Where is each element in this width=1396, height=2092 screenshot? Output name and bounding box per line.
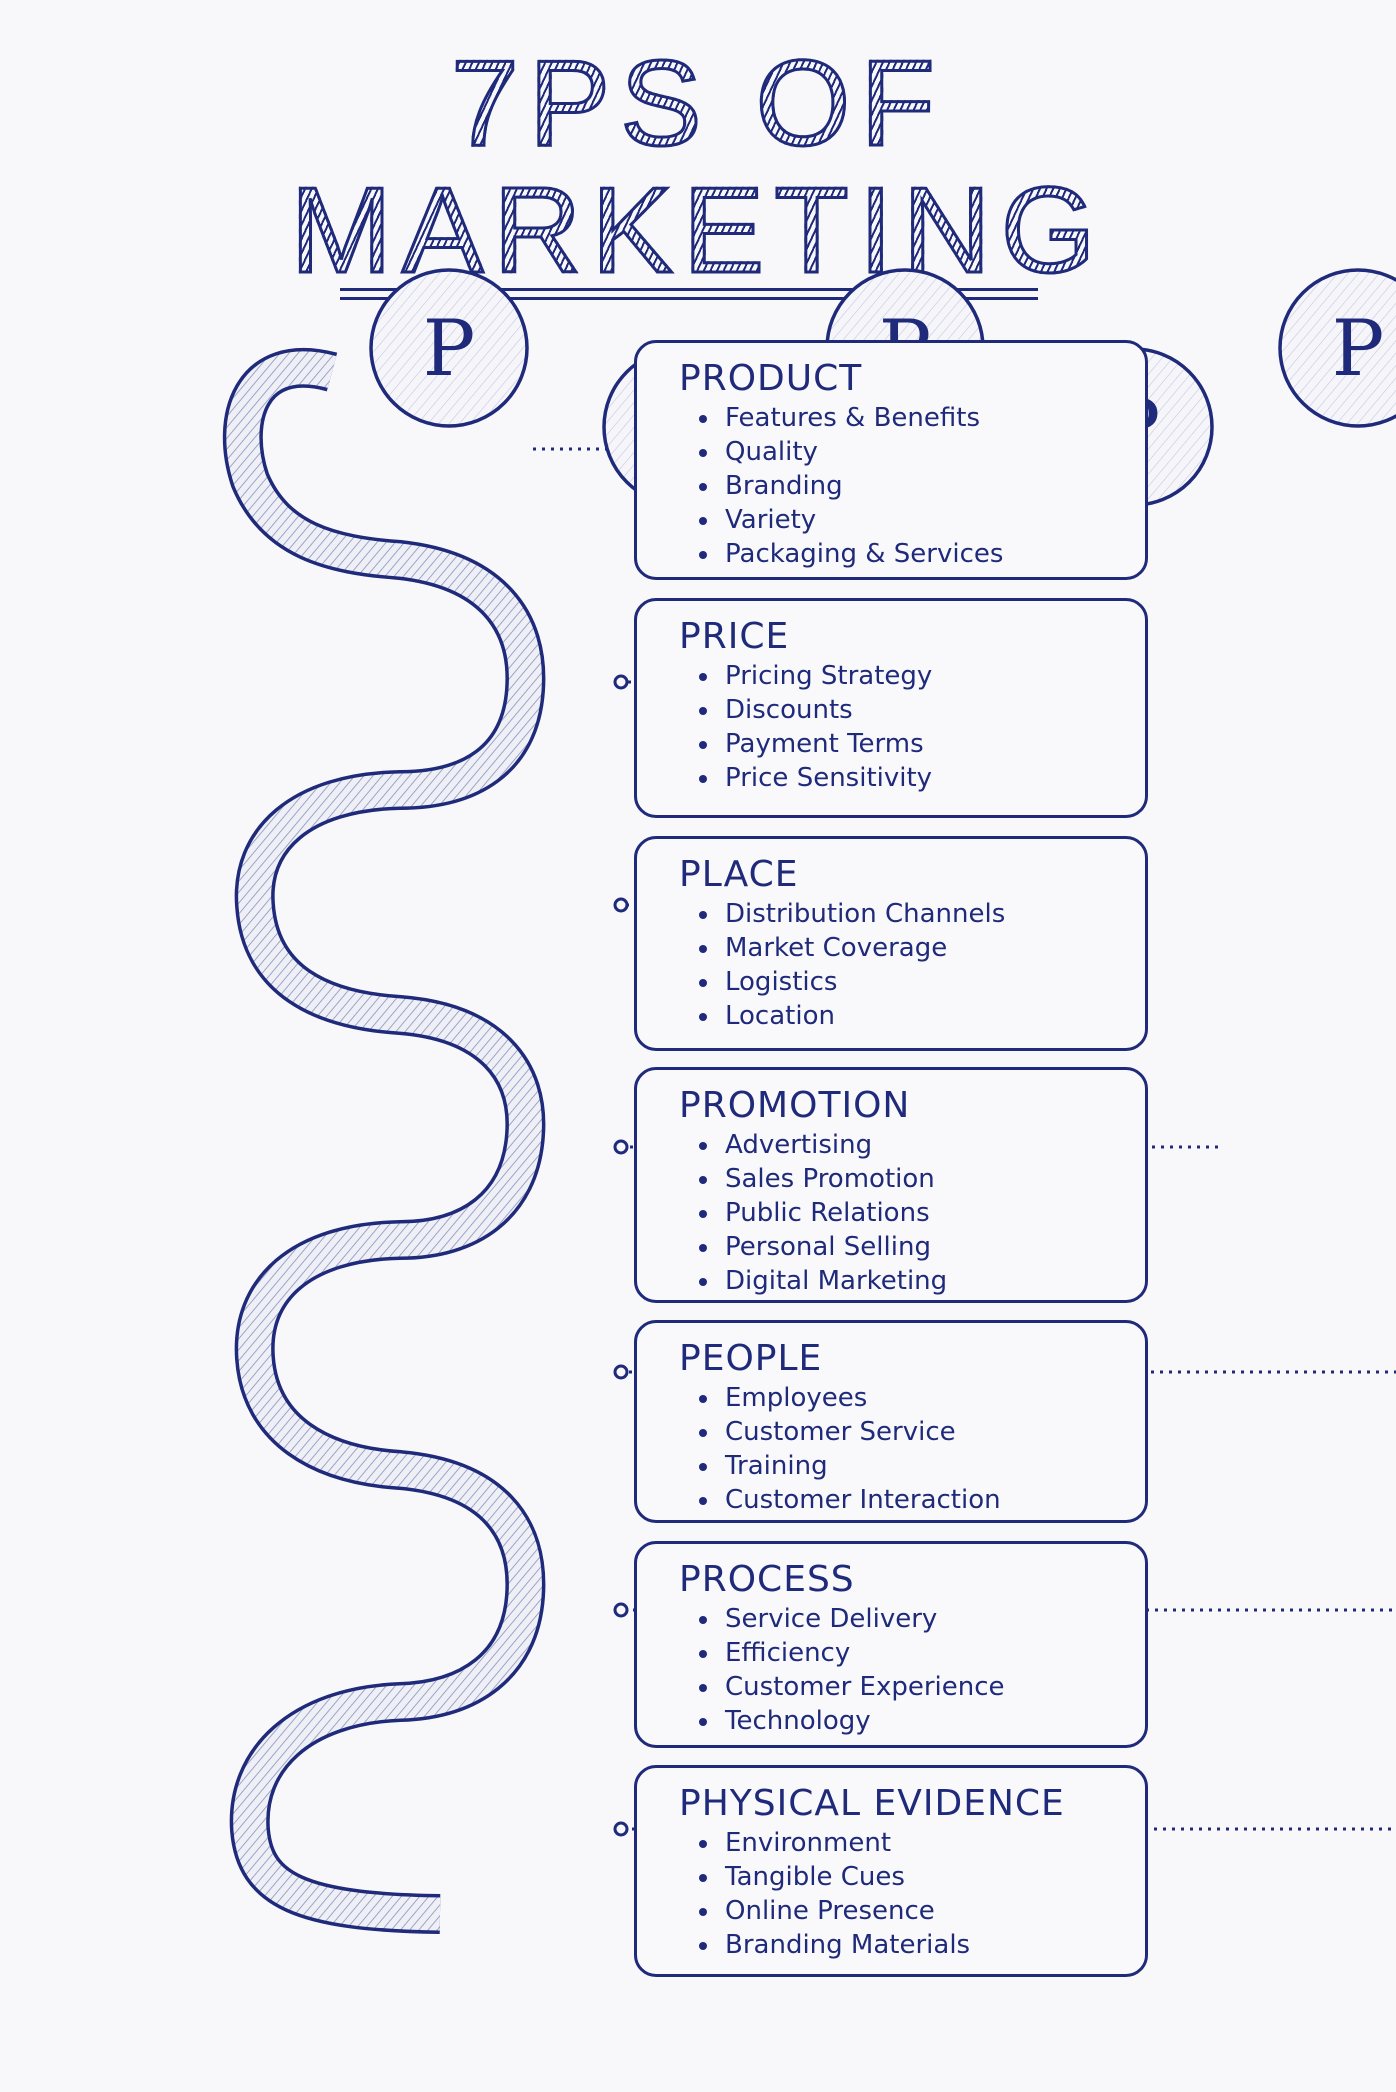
list-item: Digital Marketing: [699, 1264, 1145, 1298]
list-item: Employees: [699, 1381, 1145, 1415]
list-item: Location: [699, 999, 1145, 1033]
list-item: Public Relations: [699, 1196, 1145, 1230]
list-item: Distribution Channels: [699, 897, 1145, 931]
ribbon-fill: [226, 351, 542, 1931]
list-item: Personal Selling: [699, 1230, 1145, 1264]
list-item: Payment Terms: [699, 727, 1145, 761]
p-letter: P: [423, 304, 475, 394]
card-heading: PRICE: [679, 616, 790, 657]
list-item: Packaging & Services: [699, 537, 1145, 571]
list-item: Customer Service: [699, 1415, 1145, 1449]
p-node-1: P: [369, 268, 629, 457]
title-line-1: 7PS OF: [450, 35, 945, 171]
card-heading: PEOPLE: [679, 1338, 823, 1379]
list-item: Training: [699, 1449, 1145, 1483]
list-item: Branding: [699, 469, 1145, 503]
connector-dot: [613, 674, 629, 690]
list-item: Online Presence: [699, 1894, 1145, 1928]
list-item: Market Coverage: [699, 931, 1145, 965]
list-item: Features & Benefits: [699, 401, 1145, 435]
connector-dot: [613, 1139, 629, 1155]
list-item: Advertising: [699, 1128, 1145, 1162]
list-item: Variety: [699, 503, 1145, 537]
list-item: Branding Materials: [699, 1928, 1145, 1962]
list-item: Efficiency: [699, 1636, 1145, 1670]
connector-dot: [613, 1364, 629, 1380]
connector-dot: [613, 1821, 629, 1837]
connector-dot: [613, 1602, 629, 1618]
list-item: Customer Interaction: [699, 1483, 1145, 1517]
list-item: Sales Promotion: [699, 1162, 1145, 1196]
title-underline: [340, 288, 1038, 300]
list-item: Quality: [699, 435, 1145, 469]
list-item: Technology: [699, 1704, 1145, 1738]
list-item: Customer Experience: [699, 1670, 1145, 1704]
p-circle: [369, 268, 529, 428]
list-item: Logistics: [699, 965, 1145, 999]
p-circle: [1278, 268, 1396, 428]
list-item: Pricing Strategy: [699, 659, 1145, 693]
card-heading: PHYSICAL EVIDENCE: [679, 1783, 1065, 1824]
card-heading: PROCESS: [679, 1559, 855, 1600]
connector-dot: [613, 897, 629, 913]
list-item: Discounts: [699, 693, 1145, 727]
p-node-7: P: [613, 1821, 1396, 1837]
card-heading: PRODUCT: [679, 358, 863, 399]
card-heading: PLACE: [679, 854, 799, 895]
list-item: Price Sensitivity: [699, 761, 1145, 795]
list-item: Service Delivery: [699, 1602, 1145, 1636]
wave-ribbon: [222, 347, 546, 1934]
list-item: Environment: [699, 1826, 1145, 1860]
list-item: Tangible Cues: [699, 1860, 1145, 1894]
card-heading: PROMOTION: [679, 1085, 911, 1126]
p-letter: P: [1332, 304, 1384, 394]
